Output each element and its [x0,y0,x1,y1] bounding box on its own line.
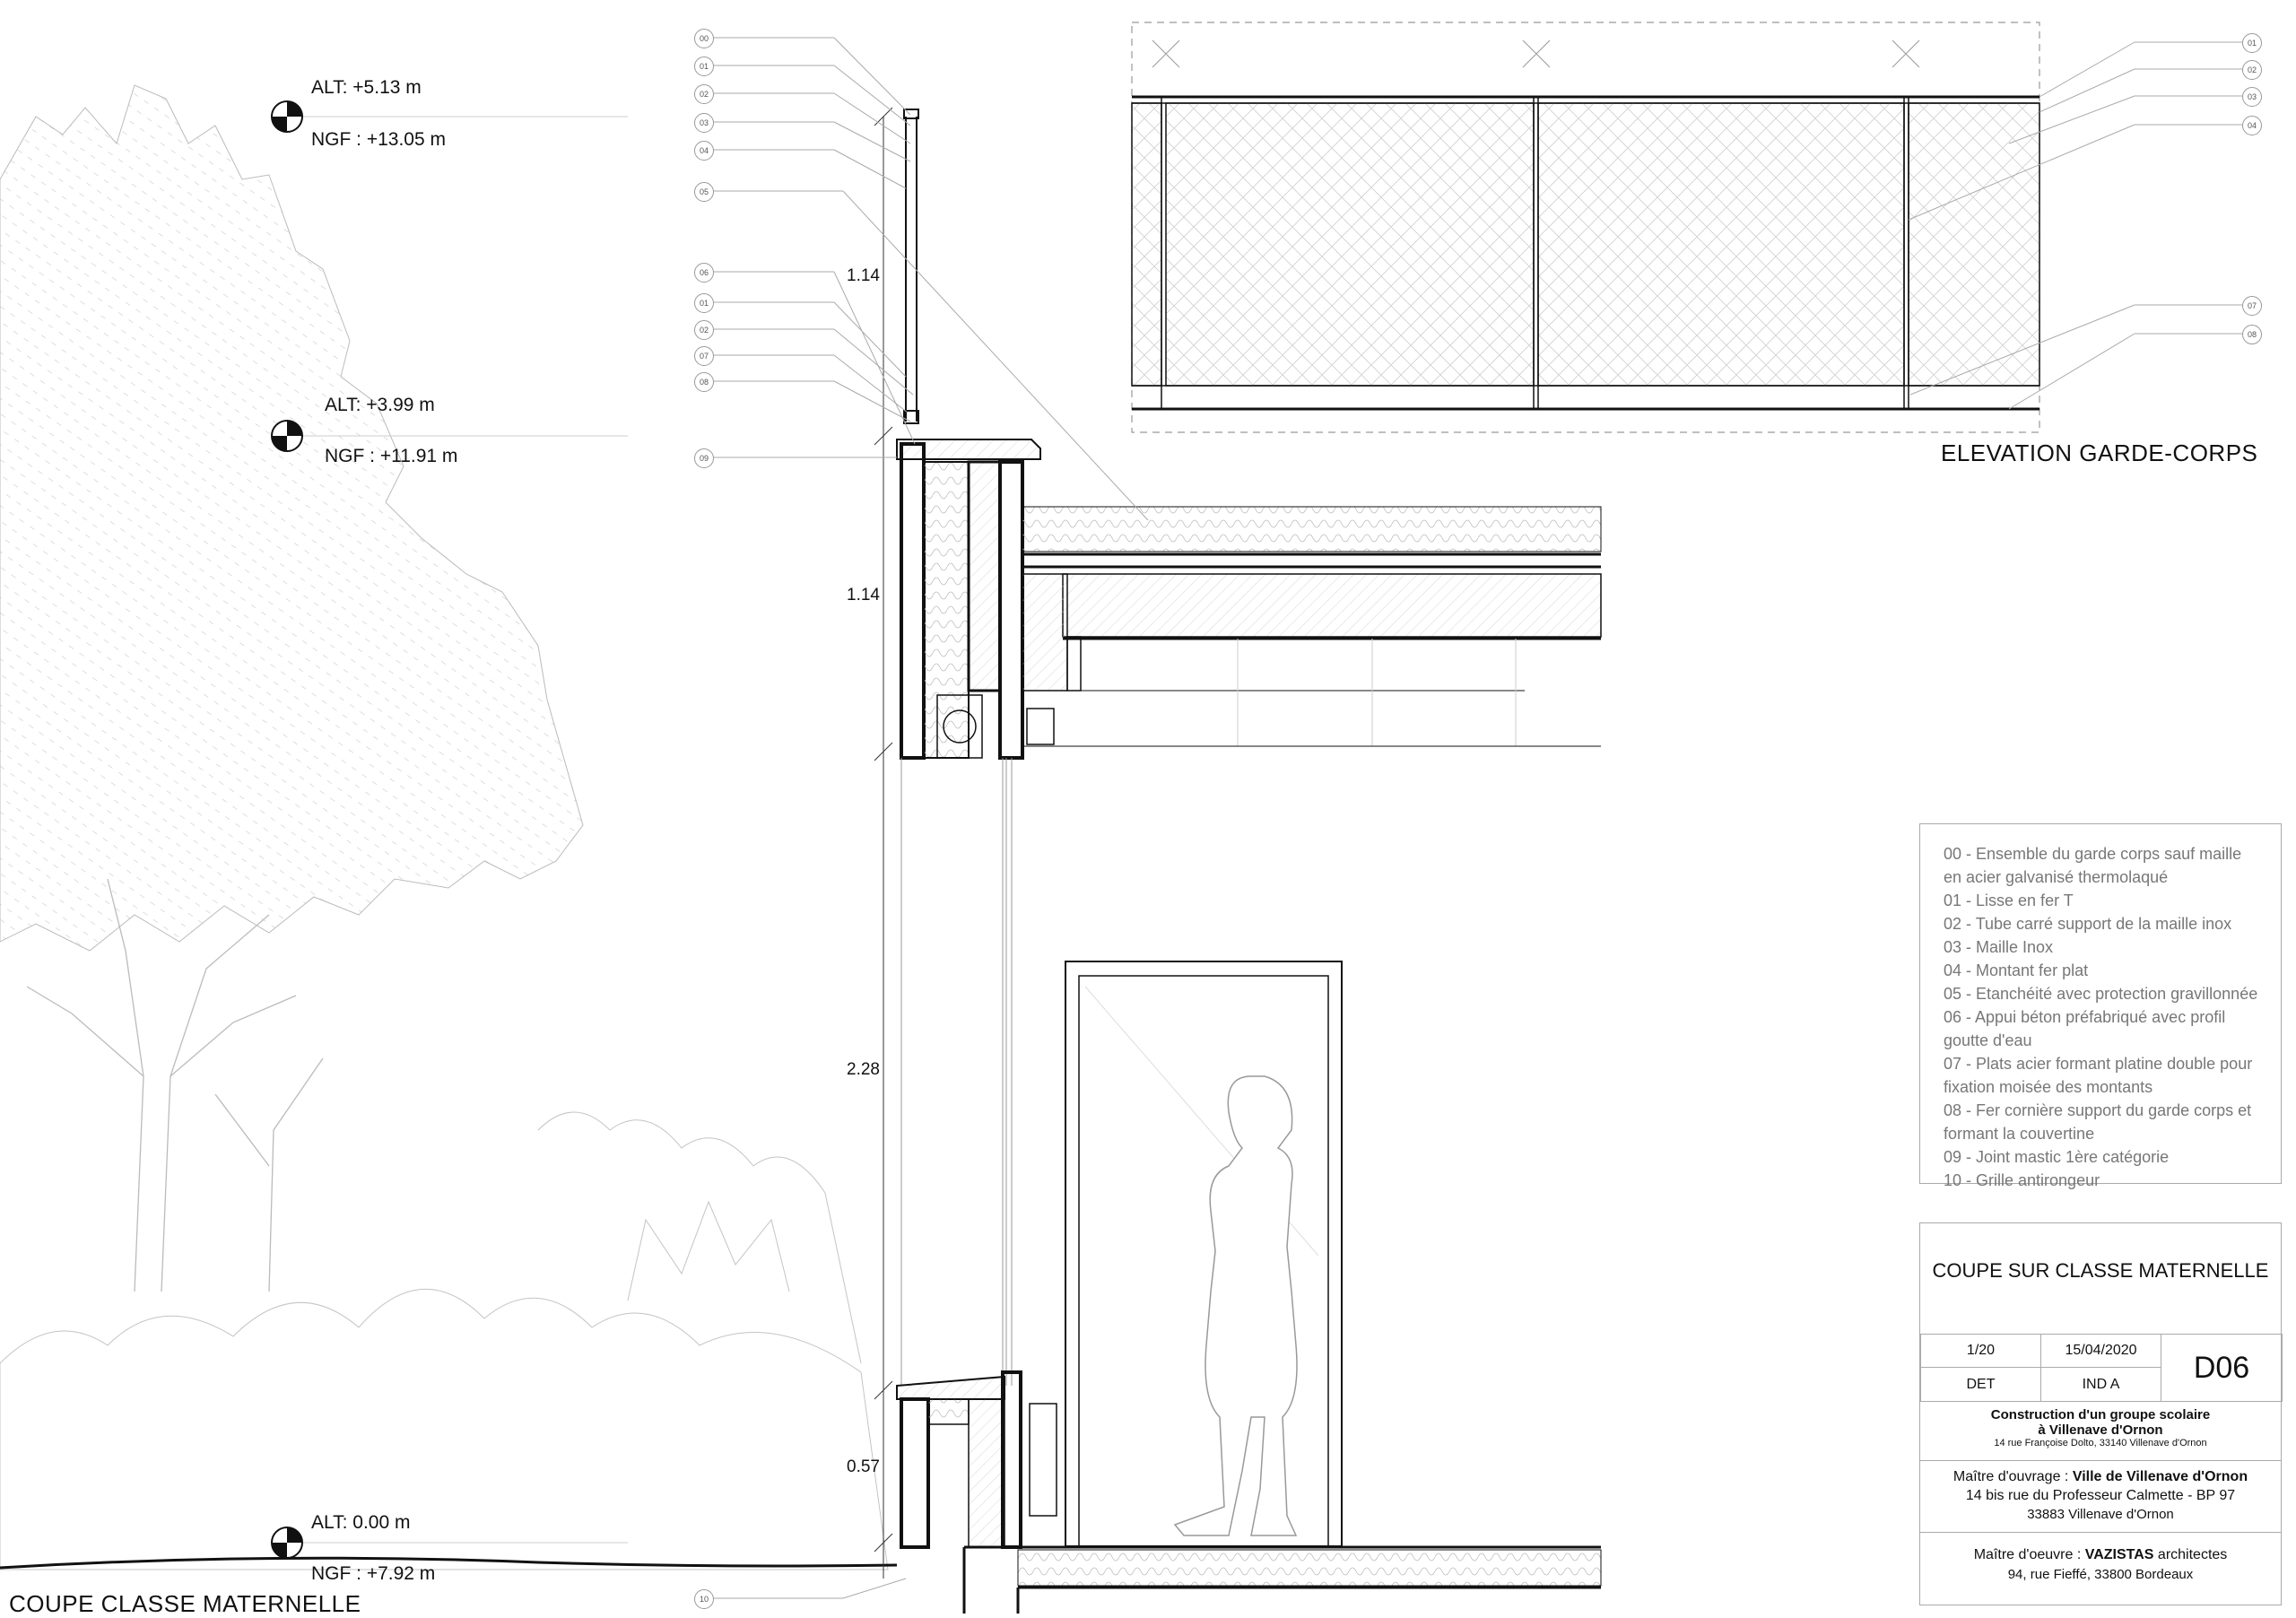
roof-slab [1022,506,1602,747]
legend-item: formant la couvertine [1944,1125,2095,1143]
architect-block: Maître d'oeuvre : VAZISTAS architectes 9… [1920,1532,2281,1605]
parapet [896,439,1055,760]
level-lines [287,116,628,1544]
door-frame [1065,961,1343,1547]
legend-item: 00 - Ensemble du garde corps sauf maille [1944,845,2242,863]
index-cell: IND A [2040,1367,2161,1402]
level-marker [271,100,303,133]
callout-marker: 02 [2242,60,2262,80]
callout-marker: 03 [2242,87,2262,107]
legend-item: en acier galvanisé thermolaqué [1944,868,2169,886]
callout-marker: 06 [694,263,714,283]
legend-item: 10 - Grille antirongeur [1944,1171,2100,1189]
leader-lines [714,37,2242,1599]
tree-trunk [26,878,324,1292]
callout-marker: 01 [694,293,714,313]
guardrail-section [903,109,919,424]
level-ngf-label: NGF : +7.92 m [311,1563,436,1584]
window-glazing [900,758,1013,1386]
callout-marker: 04 [2242,116,2262,135]
callout-marker: 04 [694,141,714,161]
callout-marker: 07 [2242,296,2262,316]
phase-cell: DET [1920,1367,2041,1402]
level-ngf-label: NGF : +13.05 m [311,129,446,150]
legend-item: 02 - Tube carré support de la maille ino… [1944,915,2232,933]
callout-marker: 01 [2242,33,2262,53]
legend-item: 04 - Montant fer plat [1944,961,2089,979]
project-block: Construction d'un groupe scolaire à Vill… [1920,1401,2281,1460]
dimension-label: 1.14 [847,586,880,605]
sheet-number-cell: D06 [2161,1334,2283,1402]
level-alt-label: ALT: +5.13 m [311,77,422,98]
legend-item: goutte d'eau [1944,1031,2032,1049]
dimension-label: 1.14 [847,266,880,285]
level-alt-label: ALT: 0.00 m [311,1512,411,1533]
legend-item: 09 - Joint mastic 1ère catégorie [1944,1148,2170,1166]
level-marker [271,1527,303,1559]
dimension-label: 2.28 [847,1060,880,1079]
legend-item: 03 - Maille Inox [1944,938,2054,956]
dimension-label: 0.57 [847,1457,880,1476]
tree-foliage [0,84,584,952]
dimension-chain [874,107,893,1579]
callout-marker: 07 [694,346,714,366]
level-marker [271,420,303,452]
ground-line [0,1556,898,1570]
legend-item: 07 - Plats acier formant platine double … [1944,1055,2253,1073]
level-alt-label: ALT: +3.99 m [325,395,435,415]
elevation-title: ELEVATION GARDE-CORPS [1941,439,2258,466]
callout-marker: 09 [694,448,714,468]
title-block: COUPE SUR CLASSE MATERNELLE 1/20 15/04/2… [1919,1222,2283,1605]
scale-cell: 1/20 [1920,1334,2041,1368]
callout-marker: 03 [694,113,714,133]
date-cell: 15/04/2020 [2040,1334,2161,1368]
legend-item: 05 - Etanchéité avec protection gravillo… [1944,985,2258,1003]
title-block-title: COUPE SUR CLASSE MATERNELLE [1932,1259,2269,1282]
level-ngf-label: NGF : +11.91 m [325,446,458,466]
callout-marker: 05 [694,182,714,202]
legend-item: fixation moisée des montants [1944,1078,2153,1096]
callout-marker: 02 [694,320,714,340]
callout-marker: 08 [2242,325,2262,344]
section-title: COUPE CLASSE MATERNELLE [9,1590,361,1617]
callout-marker: 01 [694,57,714,76]
callout-marker: 02 [694,84,714,104]
legend-item: 01 - Lisse en fer T [1944,892,2074,909]
client-block: Maître d'ouvrage : Ville de Villenave d'… [1920,1460,2281,1532]
human-silhouette [1173,1075,1298,1536]
shrubs [0,1111,889,1570]
callout-marker: 00 [694,29,714,48]
callout-marker: 08 [694,372,714,392]
legend-item: 08 - Fer cornière support du garde corps… [1944,1101,2252,1119]
legend-item: 06 - Appui béton préfabriqué avec profil [1944,1008,2226,1026]
elevation-guardrail [1131,22,2040,433]
legend-box: 00 - Ensemble du garde corps sauf maille… [1919,823,2282,1189]
callout-marker: 10 [694,1589,714,1609]
